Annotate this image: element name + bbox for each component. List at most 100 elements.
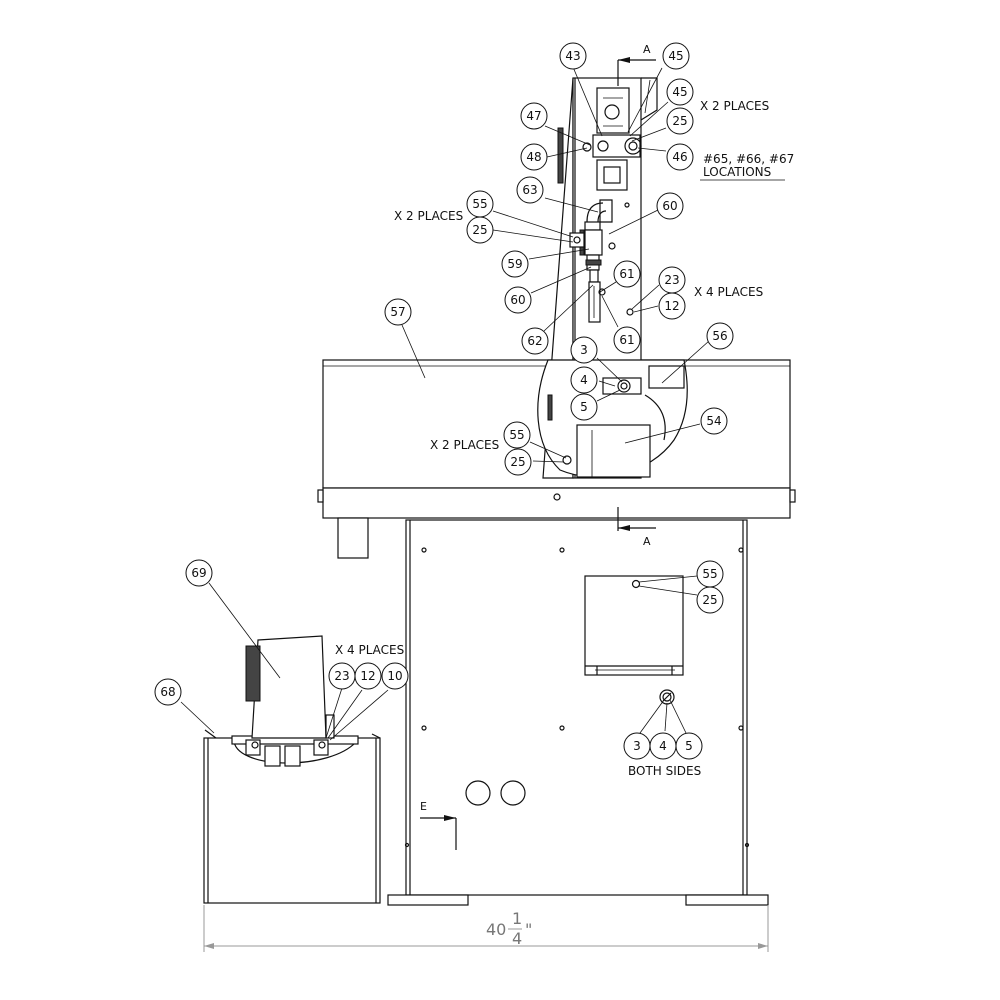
balloon-b33: 3 bbox=[623, 732, 651, 760]
balloon-b24: 54 bbox=[700, 407, 728, 435]
note-x4-right: X 4 PLACES bbox=[694, 285, 763, 299]
svg-text:43: 43 bbox=[565, 49, 580, 63]
motor-handle bbox=[245, 645, 261, 702]
svg-text:10: 10 bbox=[387, 669, 402, 683]
svg-text:60: 60 bbox=[510, 293, 525, 307]
balloon-b9: 55 bbox=[466, 190, 494, 218]
balloon-b3: 47 bbox=[520, 102, 548, 130]
balloon-b8: 60 bbox=[656, 192, 684, 220]
svg-text:63: 63 bbox=[522, 183, 537, 197]
balloon-b7: 63 bbox=[516, 176, 544, 204]
balloon-b11: 59 bbox=[501, 250, 529, 278]
balloon-b21: 4 bbox=[570, 366, 598, 394]
svg-text:25: 25 bbox=[672, 114, 687, 128]
overall-width-dimension: 40 1 4 " bbox=[203, 905, 769, 952]
balloon-b19: 56 bbox=[706, 322, 734, 350]
dimension-denominator: 4 bbox=[512, 929, 522, 948]
svg-text:23: 23 bbox=[664, 273, 679, 287]
svg-text:12: 12 bbox=[360, 669, 375, 683]
motor-housing bbox=[251, 635, 327, 739]
svg-text:23: 23 bbox=[334, 669, 349, 683]
svg-text:61: 61 bbox=[619, 267, 634, 281]
balloon-b31: 10 bbox=[381, 662, 409, 690]
svg-text:A: A bbox=[643, 535, 651, 548]
balloon-b13: 23 bbox=[658, 266, 686, 294]
balloon-b5: 48 bbox=[520, 143, 548, 171]
dimension-numerator: 1 bbox=[512, 909, 522, 928]
balloon-b16: 62 bbox=[521, 327, 549, 355]
svg-text:3: 3 bbox=[580, 343, 588, 357]
balloon-b26: 55 bbox=[696, 560, 724, 588]
cabinet-port-left bbox=[465, 780, 491, 806]
note-both-sides: BOTH SIDES bbox=[628, 764, 701, 778]
balloon-b10: 25 bbox=[466, 216, 494, 244]
balloon-b28: 69 bbox=[185, 559, 213, 587]
balloon-b6: 46 bbox=[666, 143, 694, 171]
svg-text:54: 54 bbox=[706, 414, 721, 428]
svg-text:60: 60 bbox=[662, 199, 677, 213]
svg-text:E: E bbox=[420, 800, 427, 813]
balloon-b18: 57 bbox=[384, 298, 412, 326]
table-bracket bbox=[337, 517, 369, 559]
svg-text:25: 25 bbox=[472, 223, 487, 237]
table-apron bbox=[322, 487, 791, 519]
balloon-b34: 4 bbox=[649, 732, 677, 760]
motor-assembly bbox=[203, 635, 381, 904]
note-x2-top: X 2 PLACES bbox=[700, 99, 769, 113]
dimension-unit: " bbox=[525, 920, 532, 939]
svg-text:48: 48 bbox=[526, 150, 541, 164]
balloon-b0: 43 bbox=[559, 42, 587, 70]
section-marker-a-bottom: A bbox=[617, 507, 656, 548]
svg-text:68: 68 bbox=[160, 685, 175, 699]
svg-text:55: 55 bbox=[472, 197, 487, 211]
note-locations-line1: #65, #66, #67 bbox=[703, 152, 794, 166]
svg-text:59: 59 bbox=[507, 257, 522, 271]
balloon-b22: 5 bbox=[570, 393, 598, 421]
svg-text:46: 46 bbox=[672, 150, 687, 164]
balloon-b2: 45 bbox=[666, 78, 694, 106]
svg-text:61: 61 bbox=[619, 333, 634, 347]
balloon-b27: 25 bbox=[696, 586, 724, 614]
section-marker-a-top: A bbox=[617, 43, 656, 86]
svg-text:56: 56 bbox=[712, 329, 727, 343]
note-x2-bottom: X 2 PLACES bbox=[430, 438, 499, 452]
cabinet-foot-right bbox=[685, 894, 769, 906]
cabinet-port-right bbox=[500, 780, 526, 806]
svg-text:5: 5 bbox=[580, 400, 588, 414]
balloon-b1: 45 bbox=[662, 42, 690, 70]
svg-text:55: 55 bbox=[702, 567, 717, 581]
svg-text:55: 55 bbox=[509, 428, 524, 442]
balloon-b35: 5 bbox=[675, 732, 703, 760]
dimension-whole: 40 bbox=[486, 920, 506, 939]
balloon-b30: 12 bbox=[354, 662, 382, 690]
access-panel bbox=[584, 575, 684, 676]
balloon-b25: 25 bbox=[504, 448, 532, 476]
svg-text:25: 25 bbox=[510, 455, 525, 469]
svg-text:12: 12 bbox=[664, 299, 679, 313]
svg-text:3: 3 bbox=[633, 739, 641, 753]
balloon-b14: 60 bbox=[504, 286, 532, 314]
svg-text:62: 62 bbox=[527, 334, 542, 348]
section-marker-e: E bbox=[420, 800, 457, 850]
balloon-b17: 61 bbox=[613, 326, 641, 354]
svg-text:A: A bbox=[643, 43, 651, 56]
svg-text:25: 25 bbox=[702, 593, 717, 607]
note-x2-left: X 2 PLACES bbox=[394, 209, 463, 223]
head-block bbox=[592, 134, 641, 158]
svg-text:4: 4 bbox=[659, 739, 667, 753]
balloon-b23: 55 bbox=[503, 421, 531, 449]
svg-text:4: 4 bbox=[580, 373, 588, 387]
svg-text:57: 57 bbox=[390, 305, 405, 319]
balloon-b4: 25 bbox=[666, 107, 694, 135]
svg-text:47: 47 bbox=[526, 109, 541, 123]
svg-text:69: 69 bbox=[191, 566, 206, 580]
balloon-b20: 3 bbox=[570, 336, 598, 364]
cabinet bbox=[387, 519, 769, 906]
note-locations-line2: LOCATIONS bbox=[703, 165, 771, 179]
leader-lines bbox=[180, 66, 785, 741]
note-x4-motor: X 4 PLACES bbox=[335, 643, 404, 657]
balloon-b12: 61 bbox=[613, 260, 641, 288]
svg-text:45: 45 bbox=[668, 49, 683, 63]
balloon-b29: 23 bbox=[328, 662, 356, 690]
